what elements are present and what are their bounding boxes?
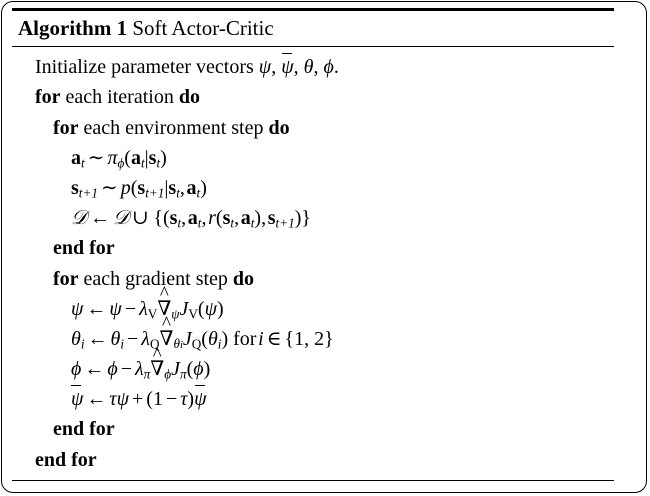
equation-sample-next-state: st+1∼p(st+1|st, at) bbox=[71, 176, 207, 201]
theta-index-set: {1, 2} bbox=[284, 327, 334, 350]
line-sample-next-state: st+1∼p(st+1|st, at) bbox=[12, 173, 614, 203]
for-gradient-text: each gradient step bbox=[83, 267, 228, 290]
line-initialize: Initialize parameter vectors ψ, ψ, θ, ϕ. bbox=[12, 52, 614, 82]
algorithm-container: Algorithm 1 Soft Actor-Critic Initialize… bbox=[12, 8, 614, 481]
equation-update-psi: ψ←ψ−λV∇ψJV(ψ) bbox=[71, 284, 224, 320]
title-rule bbox=[12, 46, 614, 48]
keyword-end-for: end for bbox=[35, 448, 97, 471]
line-sample-action: at∼πϕ(at|st) bbox=[12, 143, 614, 173]
line-for-each-gradient-step: for each gradient step do bbox=[12, 264, 614, 294]
keyword-for: for bbox=[53, 116, 79, 139]
equation-sample-action: at∼πϕ(at|st) bbox=[71, 146, 167, 171]
symbol-psi-bar: ψ bbox=[281, 52, 294, 82]
line-update-psi: ψ←ψ−λV∇ψJV(ψ) bbox=[12, 284, 614, 324]
line-end-for-gradient: end for bbox=[12, 414, 614, 444]
line-end-for-iteration: end for bbox=[12, 445, 614, 475]
for-environment-text: each environment step bbox=[83, 116, 264, 139]
symbol-phi: ϕ bbox=[323, 56, 334, 79]
keyword-end-for: end for bbox=[53, 418, 115, 441]
line-update-target-psi: ψ←τψ+(1−τ)ψ bbox=[12, 384, 614, 414]
algorithm-label: Algorithm 1 bbox=[18, 16, 128, 40]
keyword-for: for bbox=[35, 86, 61, 109]
keyword-do: do bbox=[268, 116, 290, 139]
equation-update-phi: ϕ←ϕ−λπ∇ϕJπ(ϕ) bbox=[71, 344, 210, 380]
equation-store-transition: 𝒟←𝒟∪ {(st, at, r(st, at), st+1)} bbox=[71, 207, 311, 231]
algorithm-title: Algorithm 1 Soft Actor-Critic bbox=[12, 11, 614, 46]
initialize-text: Initialize parameter vectors bbox=[35, 56, 254, 79]
keyword-do: do bbox=[232, 267, 255, 290]
bottom-rule bbox=[12, 479, 614, 481]
keyword-end-for: end for bbox=[53, 237, 115, 260]
keyword-for: for bbox=[53, 267, 79, 290]
keyword-do: do bbox=[178, 86, 200, 109]
for-iteration-text: each iteration bbox=[65, 86, 174, 109]
line-for-each-iteration: for each iteration do bbox=[12, 82, 614, 112]
algorithm-lines: Initialize parameter vectors ψ, ψ, θ, ϕ.… bbox=[12, 47, 614, 480]
algorithm-name: Soft Actor-Critic bbox=[132, 16, 274, 40]
line-update-theta: θi←θi−λQ∇θiJQ(θi) for i∈{1, 2} bbox=[12, 314, 614, 354]
line-for-each-environment-step: for each environment step do bbox=[12, 113, 614, 143]
symbol-theta: θ bbox=[303, 56, 314, 79]
symbol-psi: ψ bbox=[258, 56, 272, 79]
line-update-phi: ϕ←ϕ−λπ∇ϕJπ(ϕ) bbox=[12, 344, 614, 384]
line-end-for-environment: end for bbox=[12, 233, 614, 263]
equation-update-target-psi: ψ←τψ+(1−τ)ψ bbox=[71, 385, 207, 410]
initialize-period: . bbox=[333, 56, 339, 79]
theta-condition-for: for bbox=[233, 327, 257, 350]
top-rule bbox=[12, 8, 614, 11]
line-store-transition: 𝒟←𝒟∪ {(st, at, r(st, at), st+1)} bbox=[12, 203, 614, 233]
